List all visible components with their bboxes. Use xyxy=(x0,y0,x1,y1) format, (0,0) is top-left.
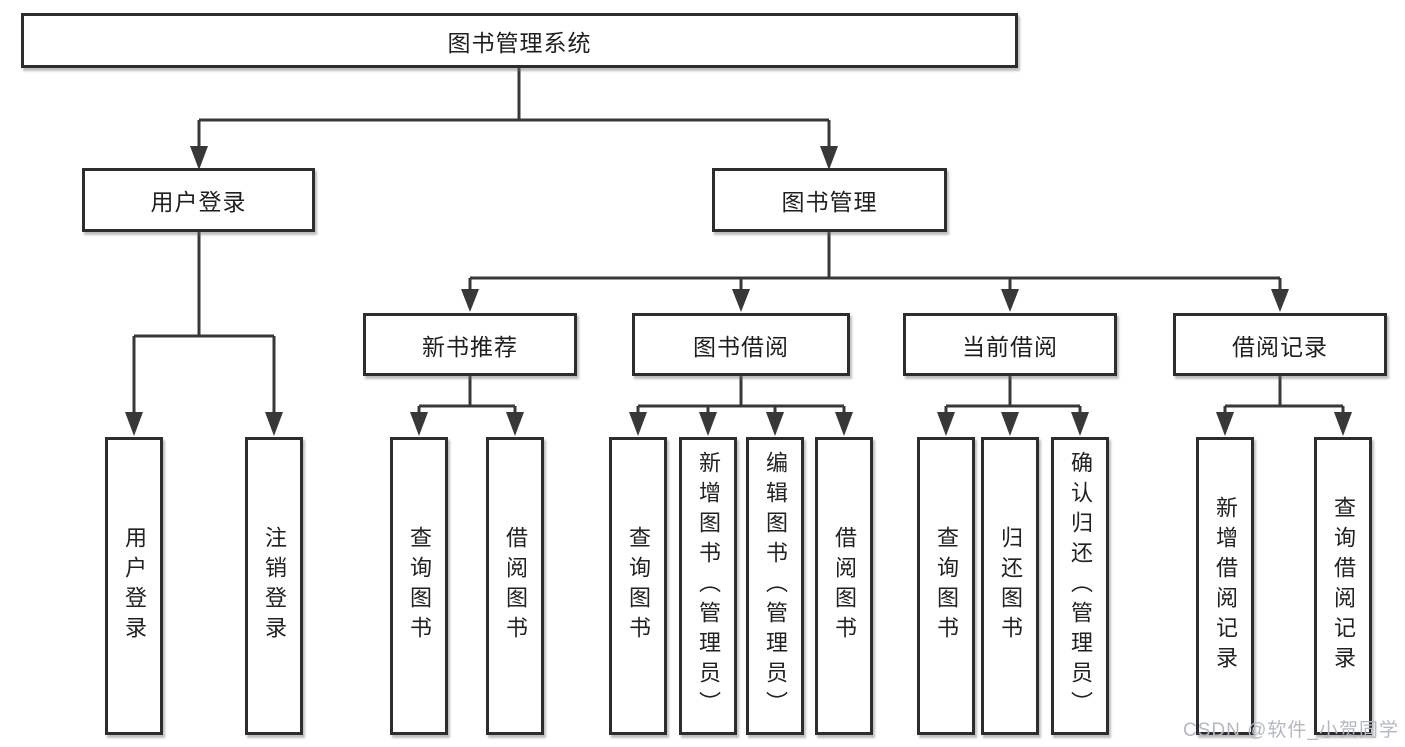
node-new-book-recommend: 新书推荐 xyxy=(363,313,577,376)
leaf-label: 查询图书 xyxy=(934,526,959,646)
leaf-borrow-books: 借阅图书 xyxy=(815,437,873,735)
leaf-query-books-current: 查询图书 xyxy=(917,437,975,735)
leaf-label: 查询借阅记录 xyxy=(1331,496,1356,676)
leaf-confirm-return-admin: 确认归还（管理员） xyxy=(1051,437,1109,735)
leaf-query-books-borrow: 查询图书 xyxy=(609,437,667,735)
leaf-logout: 注销登录 xyxy=(245,437,303,735)
leaf-query-borrow-record: 查询借阅记录 xyxy=(1314,437,1372,735)
leaf-label: 借阅图书 xyxy=(832,526,857,646)
node-borrow-records: 借阅记录 xyxy=(1173,313,1387,376)
leaf-label: 查询图书 xyxy=(626,526,651,646)
node-book-borrow: 图书借阅 xyxy=(632,313,850,376)
leaf-label: 用户登录 xyxy=(122,526,147,646)
leaf-borrow-books-recommend: 借阅图书 xyxy=(486,437,544,735)
leaf-label: 归还图书 xyxy=(998,526,1023,646)
leaf-add-books-admin: 新增图书（管理员） xyxy=(679,437,737,735)
leaf-edit-books-admin: 编辑图书（管理员） xyxy=(746,437,804,735)
node-user-login: 用户登录 xyxy=(82,168,315,232)
watermark: CSDN @软件_小贺同学 xyxy=(1183,720,1399,741)
leaf-label: 新增图书（管理员） xyxy=(696,451,721,721)
leaf-label: 注销登录 xyxy=(262,526,287,646)
leaf-label: 新增借阅记录 xyxy=(1213,496,1238,676)
leaf-label: 确认归还（管理员） xyxy=(1068,451,1093,721)
leaf-add-borrow-record: 新增借阅记录 xyxy=(1196,437,1254,735)
node-root-system: 图书管理系统 xyxy=(21,13,1018,68)
node-book-management: 图书管理 xyxy=(712,168,947,232)
node-current-borrow: 当前借阅 xyxy=(903,313,1117,376)
leaf-return-books: 归还图书 xyxy=(981,437,1039,735)
leaf-label: 查询图书 xyxy=(407,526,432,646)
leaf-label: 借阅图书 xyxy=(503,526,528,646)
leaf-label: 编辑图书（管理员） xyxy=(763,451,788,721)
leaf-query-books-recommend: 查询图书 xyxy=(390,437,448,735)
leaf-user-login: 用户登录 xyxy=(105,437,163,735)
